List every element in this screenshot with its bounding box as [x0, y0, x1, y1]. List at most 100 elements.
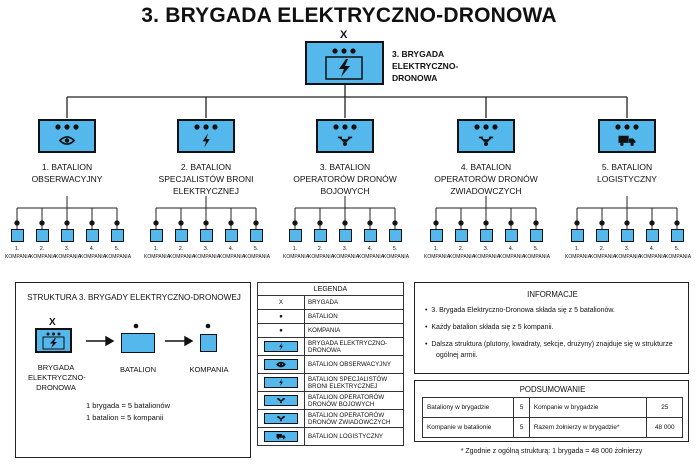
company-number: 5.	[392, 246, 398, 252]
info-panel: INFORMACJE • 3. Brygada Elektryczno-Dron…	[414, 282, 689, 374]
legend-symbol	[257, 427, 305, 446]
legend-symbol	[257, 391, 305, 410]
summary-table: Bataliony w brygadzie 5 Kompanie w bryga…	[421, 397, 683, 438]
legend-symbol: ●	[257, 309, 305, 324]
company-dot	[649, 220, 655, 226]
legend-label: BATALION OPERATORÓW DRONÓW ZWIADOWCZYCH	[304, 409, 404, 428]
company-box	[111, 229, 124, 242]
battalion-label: 4. BATALION OPERATORÓW DRONÓW ZWIADOWCZY…	[434, 162, 538, 196]
company-box	[339, 229, 352, 242]
company-dot	[64, 220, 70, 226]
company-dot	[39, 220, 45, 226]
company-number: 5.	[253, 246, 259, 252]
legend-label: BATALION LOGISTYCZNY	[304, 427, 404, 446]
company-box	[175, 229, 188, 242]
company-box	[389, 229, 402, 242]
company-dot	[292, 220, 298, 226]
company-number: 5.	[533, 246, 539, 252]
page-title: 3. BRYGADA ELEKTRYCZNO-DRONOWA	[141, 4, 557, 27]
company-number: 2.	[317, 246, 323, 252]
company-box	[671, 229, 684, 242]
company-box	[530, 229, 543, 242]
company-label: KOMPANIA	[105, 254, 132, 260]
company-label: KOMPANIA	[219, 254, 246, 260]
legend-label: BRYGADA ELEKTRYCZNO-DRONOWA	[304, 337, 404, 356]
company-number: 3.	[624, 246, 630, 252]
company-box	[571, 229, 584, 242]
brigade-symbol-graphic	[325, 48, 363, 80]
company-number: 3.	[203, 246, 209, 252]
battalion-label: 2. BATALION SPECJALISTÓW BRONI ELEKTRYCZ…	[158, 162, 254, 196]
company-box	[480, 229, 493, 242]
legend-label: BATALION SPECJALISTÓW BRONI ELEKTRYCZNEJ	[304, 373, 404, 392]
company-box	[200, 229, 213, 242]
company-dot	[392, 220, 398, 226]
company-box	[314, 229, 327, 242]
eye-icon	[58, 136, 76, 145]
company-label: KOMPANIA	[308, 254, 335, 260]
company-label: KOMPANIA	[499, 254, 526, 260]
company-dot	[14, 220, 20, 226]
company-number: 1.	[153, 246, 159, 252]
company-box	[364, 229, 377, 242]
company-label: KOMPANIA	[55, 254, 82, 260]
company-number: 1.	[14, 246, 20, 252]
battalion-label: 5. BATALION LOGISTYCZNY	[597, 162, 657, 184]
company-dot	[574, 220, 580, 226]
structure-arrows	[86, 323, 211, 347]
company-box	[455, 229, 468, 242]
battalion-label: 1. BATALION OBSERWACYJNY	[31, 162, 103, 184]
structure-brigade-symbol: X	[49, 317, 56, 328]
battalion-unit	[316, 119, 374, 153]
company-dot	[367, 220, 373, 226]
company-label: KOMPANIA	[615, 254, 642, 260]
lightning-icon	[339, 59, 350, 77]
company-dot	[624, 220, 630, 226]
info-list: • 3. Brygada Elektryczno-Dronowa składa …	[425, 305, 680, 361]
company-dot	[533, 220, 539, 226]
recon-drone-icon	[478, 136, 494, 146]
legend-unit-symbol	[264, 359, 298, 370]
company-box	[86, 229, 99, 242]
company-label: KOMPANIA	[449, 254, 476, 260]
company-label: KOMPANIA	[383, 254, 410, 260]
company-number: 5.	[114, 246, 120, 252]
legend-symbol: X	[257, 295, 305, 310]
company-box	[505, 229, 518, 242]
battalion-unit	[177, 119, 235, 153]
company-number: 4.	[367, 246, 373, 252]
lightning-icon	[202, 133, 210, 148]
legend-label: BATALION OBSERWACYJNY	[304, 355, 404, 374]
company-box	[646, 229, 659, 242]
legend-row: BATALION OPERATORÓW DRONÓW BOJOWYCH	[257, 391, 404, 410]
legend-label: BATALION	[304, 309, 404, 324]
company-number: 2.	[599, 246, 605, 252]
legend-symbol: ●	[257, 323, 305, 338]
summary-title: PODSUMOWANIE	[519, 385, 586, 394]
company-label: KOMPANIA	[30, 254, 57, 260]
brigade-symbol: X	[340, 29, 348, 41]
legend-label: BATALION OPERATORÓW DRONÓW BOJOWYCH	[304, 391, 404, 410]
company-dot	[228, 220, 234, 226]
company-box	[61, 229, 74, 242]
company-label: KOMPANIA	[194, 254, 221, 260]
structure-title: STRUKTURA 3. BRYGADY ELEKTRYCZNO-DRONOWE…	[27, 293, 241, 302]
battalion-unit	[457, 119, 515, 153]
truck-icon	[618, 135, 636, 146]
summary-panel: PODSUMOWANIE Bataliony w brygadzie 5 Kom…	[414, 380, 689, 442]
company-label: KOMPANIA	[283, 254, 310, 260]
structure-brigade-label: BRYGADA ELEKTRYCZNO-DRONOWA	[28, 363, 86, 392]
company-label: KOMPANIA	[333, 254, 360, 260]
company-number: 5.	[674, 246, 680, 252]
structure-panel: STRUKTURA 3. BRYGADY ELEKTRYCZNO-DRONOWE…	[15, 282, 251, 458]
legend-label: BRYGADA	[304, 295, 404, 310]
org-tree-lines	[14, 85, 680, 229]
legend-row: BATALION LOGISTYCZNY	[257, 427, 404, 446]
info-item: • 3. Brygada Elektryczno-Dronowa składa …	[425, 307, 615, 314]
legend-title: LEGENDA	[257, 282, 404, 296]
company-number: 3.	[342, 246, 348, 252]
company-dot	[599, 220, 605, 226]
structure-rule-1: 1 brygada = 5 batalionów	[86, 401, 171, 410]
company-label: KOMPANIA	[424, 254, 451, 260]
